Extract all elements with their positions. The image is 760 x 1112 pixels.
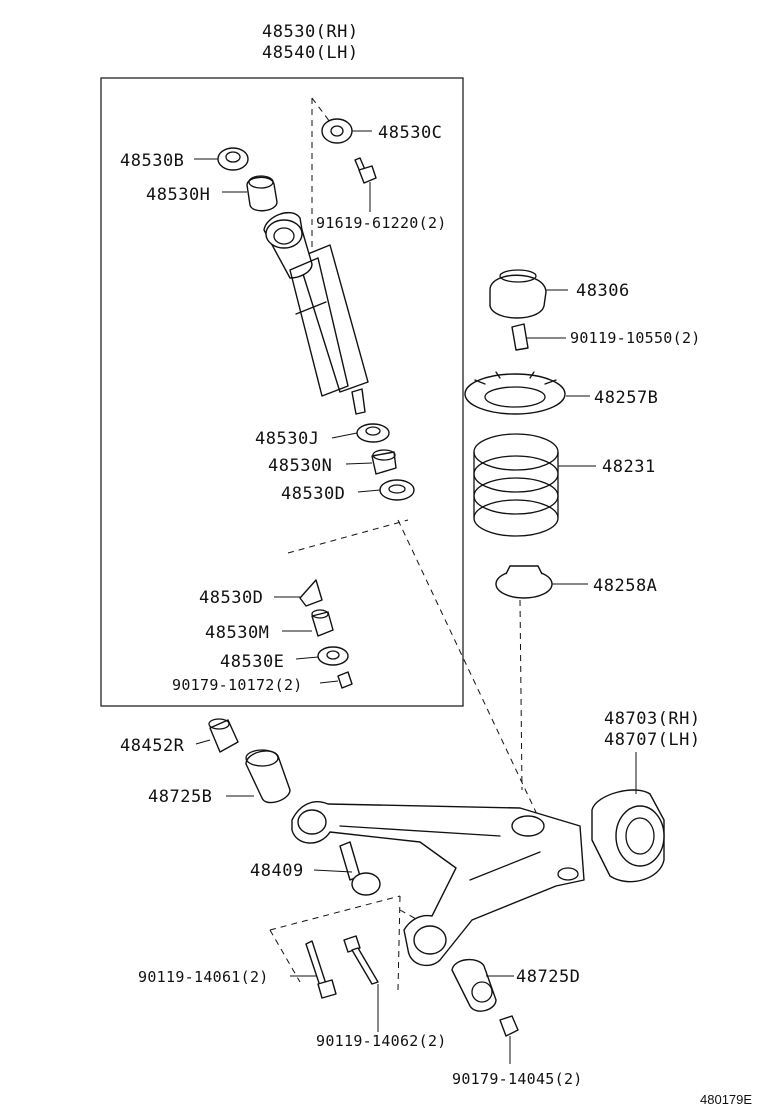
label-48452r: 48452R [120, 736, 185, 756]
label-48530h: 48530H [146, 185, 210, 205]
label-90119-14062: 90119-14062(2) [316, 1032, 447, 1050]
label-48530b: 48530B [120, 151, 184, 171]
bolt-90119-14062 [343, 935, 379, 985]
lower-insulator-48258a [495, 565, 553, 599]
label-48306: 48306 [576, 281, 630, 301]
label-48540-lh: 48540(LH) [262, 43, 359, 63]
label-48530d-lower: 48530D [199, 588, 263, 608]
label-48530c: 48530C [378, 123, 442, 143]
nut-90179-14045 [499, 1015, 519, 1037]
retainer-48530d-lower [299, 579, 323, 607]
label-48725d: 48725D [516, 967, 580, 987]
collar-48530m [311, 609, 334, 637]
label-90179-10172: 90179-10172(2) [172, 676, 303, 694]
washer-48530e [317, 646, 349, 666]
label-48725b: 48725B [148, 787, 212, 807]
label-48258a: 48258A [593, 576, 657, 596]
nut-90179-10172 [337, 671, 353, 689]
label-48707-lh: 48707(LH) [604, 730, 701, 750]
bolt-90119-10550 [511, 323, 529, 351]
diagram-reference-number: 480179E [700, 1092, 752, 1107]
label-48231: 48231 [602, 457, 656, 477]
knuckle-48703 [591, 789, 665, 883]
label-91619-61220: 91619-61220(2) [316, 214, 447, 232]
label-48530-rh: 48530(RH) [262, 22, 359, 42]
label-90119-10550: 90119-10550(2) [570, 329, 701, 347]
label-48703-rh: 48703(RH) [604, 709, 701, 729]
washer-48530b [217, 147, 249, 171]
label-48530e: 48530E [220, 652, 284, 672]
upper-insulator-48257b [464, 371, 566, 415]
shock-absorber-kit-frame [100, 77, 464, 707]
cam-bolt-48409 [339, 841, 381, 896]
label-48530j: 48530J [255, 429, 319, 449]
label-48530n: 48530N [268, 456, 332, 476]
insulator-48306 [489, 269, 547, 319]
bushing-48725d [451, 959, 497, 1012]
label-90119-14061: 90119-14061(2) [138, 968, 269, 986]
coil-spring-48231 [473, 433, 559, 537]
bushing-48452r [208, 718, 239, 753]
label-48530d-upper: 48530D [281, 484, 345, 504]
bushing-48725b [245, 749, 291, 804]
label-48409: 48409 [250, 861, 304, 881]
bumper-48530h [246, 175, 278, 212]
leader-lines [194, 130, 637, 1064]
bolt-91619-61220 [354, 157, 377, 184]
label-48530m: 48530M [205, 623, 269, 643]
bolt-90119-14061 [305, 940, 337, 999]
shock-absorber-48530 [263, 212, 369, 415]
cushion-48530c [321, 118, 353, 144]
collar-48530n [371, 449, 397, 475]
lower-arm [291, 801, 585, 967]
label-90179-14045: 90179-14045(2) [452, 1070, 583, 1088]
label-48257b: 48257B [594, 388, 658, 408]
retainer-48530d-upper [379, 479, 415, 501]
cushion-48530j [356, 423, 390, 443]
